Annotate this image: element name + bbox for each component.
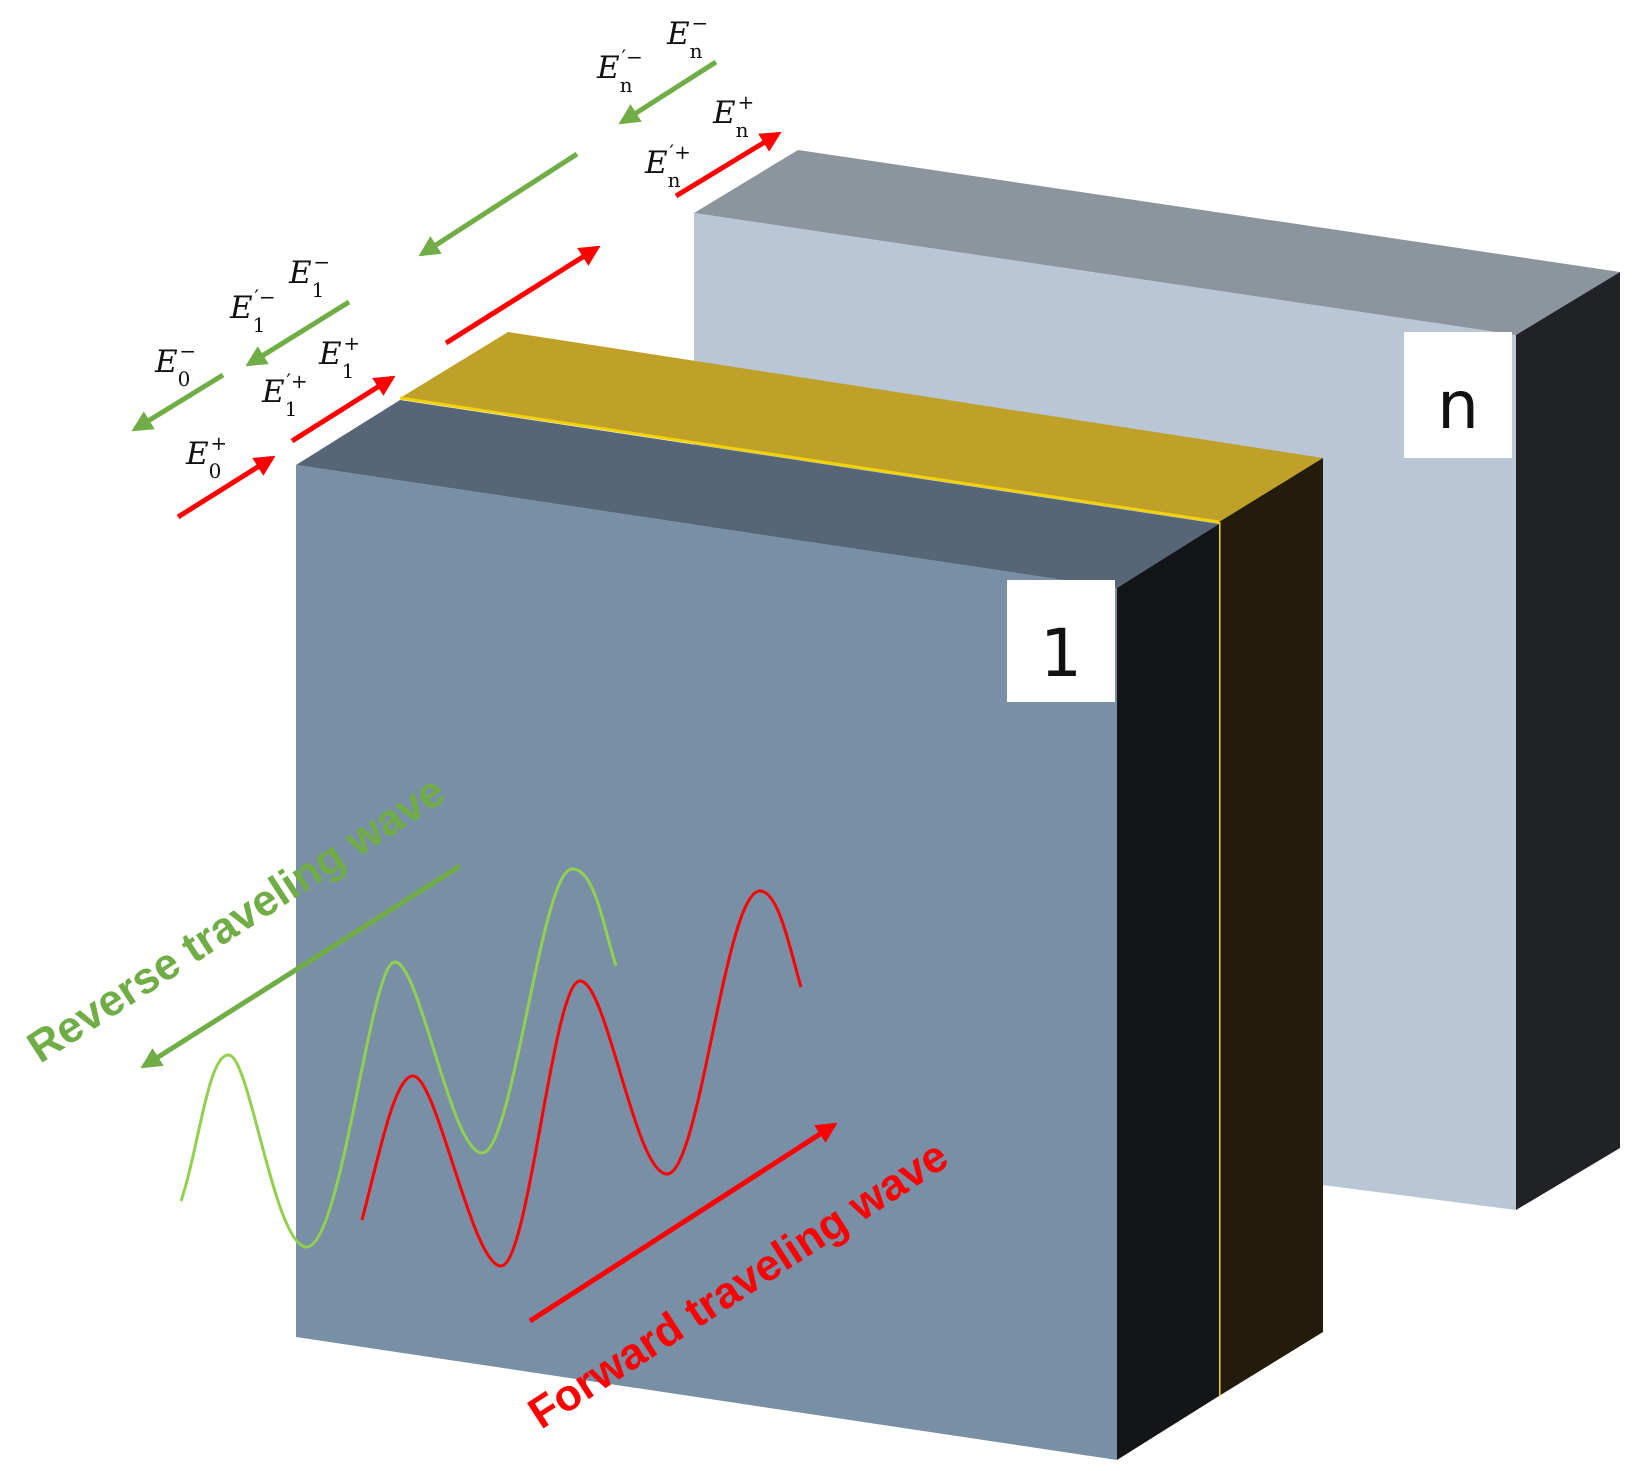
arrow-enp-minus: [618, 59, 718, 125]
arrow-mid-minus: [418, 151, 579, 257]
label-en-plus: En+: [712, 90, 754, 142]
layer-1-label-box: [1007, 580, 1115, 702]
gold-layer-top-face: [400, 332, 1323, 522]
arrow-e1p-plus: [290, 375, 396, 444]
layer-n-top-face: [694, 150, 1620, 335]
label-e1-minus: E1−: [288, 250, 330, 302]
arrow-e1p-minus: [245, 299, 351, 367]
layer-n-label: n: [1437, 367, 1479, 444]
label-e0-minus: E0−: [154, 339, 196, 391]
forward-direction-arrow: [528, 1122, 838, 1324]
label-e1-plus: E1+: [318, 331, 360, 383]
layer-n-side-face: [1516, 272, 1620, 1210]
gold-layer-edge: [399, 396, 1220, 524]
reverse-direction-arrow: [140, 863, 462, 1069]
label-en-minus: En−: [666, 11, 708, 63]
layer-1-side-face: [1117, 524, 1219, 1460]
label-e1p-plus: E1′+: [261, 369, 308, 421]
field-labels: E0− E0+ E1′− E1− E1′+ E1+ En′− En− En′+ …: [154, 11, 754, 483]
field-arrows: [131, 59, 782, 520]
arrow-e0-plus: [176, 455, 276, 520]
label-e1p-minus: E1′−: [229, 285, 276, 337]
arrow-e0-minus: [131, 372, 225, 432]
gold-layer-side-face: [1219, 458, 1323, 1396]
layer-1-label: 1: [1040, 615, 1082, 692]
label-enp-minus: En′−: [596, 45, 643, 97]
arrow-enp-plus: [674, 131, 782, 199]
layer-1-top-face: [296, 400, 1219, 588]
forward-wave: [360, 889, 803, 1268]
arrow-mid-plus: [444, 245, 601, 346]
reverse-wave: [179, 867, 618, 1249]
label-e0-plus: E0+: [185, 431, 227, 483]
layer-n-label-box: [1404, 332, 1512, 458]
layer-1-front-face: [296, 465, 1117, 1460]
layer-1: 1: [296, 332, 1323, 1460]
label-enp-plus: En′+: [644, 140, 691, 192]
